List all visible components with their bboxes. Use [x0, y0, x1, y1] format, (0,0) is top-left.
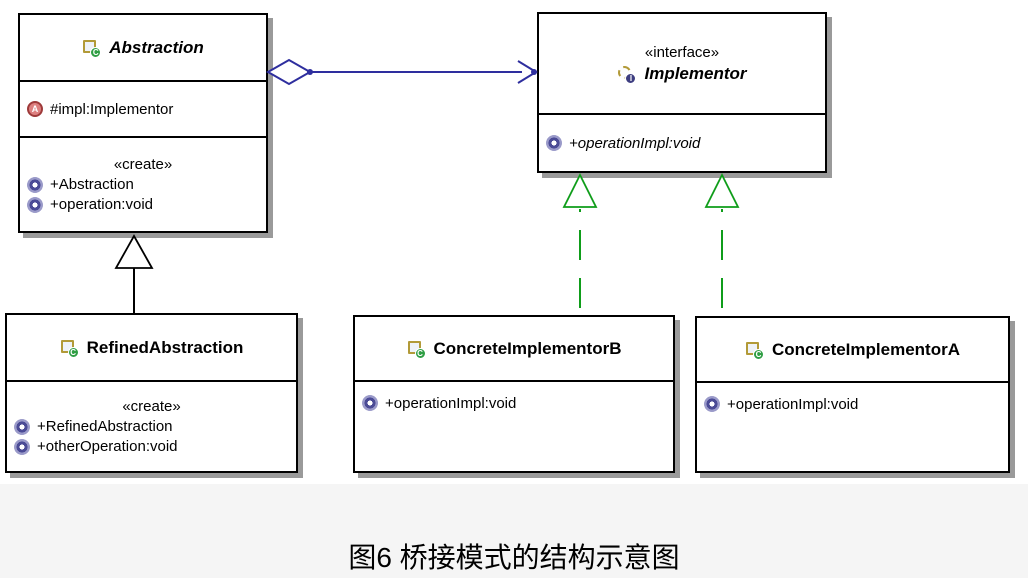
public-method-icon: [14, 438, 30, 455]
method-text: +operationImpl:void: [385, 394, 517, 412]
public-method-icon: [704, 396, 720, 412]
method-text: +RefinedAbstraction: [37, 418, 173, 435]
interface-icon-badge: I: [625, 72, 637, 84]
aggregation-arrowhead: [517, 60, 538, 84]
method-row: +RefinedAbstraction: [7, 417, 296, 437]
caption-band: 图6 桥接模式的结构示意图: [0, 484, 1028, 578]
class-box-concrete-implementor-a: C ConcreteImplementorA +operationImpl:vo…: [695, 316, 1010, 473]
title-compartment: C ConcreteImplementorA: [697, 318, 1008, 383]
class-icon-badge: C: [414, 347, 426, 359]
class-icon-badge: C: [67, 346, 79, 358]
method-text: +otherOperation:void: [37, 438, 178, 455]
aggregation-diamond-dot: [307, 69, 313, 75]
class-icon: C: [407, 340, 426, 359]
protected-attribute-icon: A: [27, 101, 43, 117]
class-box-abstraction: C Abstraction A #impl:Implementor «creat…: [18, 13, 268, 233]
class-name: ConcreteImplementorA: [772, 339, 960, 359]
method-text: +operationImpl:void: [727, 395, 859, 413]
public-method-icon: [27, 196, 43, 213]
title-compartment: «interface» I Implementor: [539, 14, 825, 115]
realization-connector-b: [562, 172, 598, 315]
create-stereotype: «create»: [122, 398, 181, 415]
interface-stereotype: «interface»: [644, 43, 720, 61]
method-row: +otherOperation:void: [7, 437, 296, 457]
realization-triangle: [562, 172, 598, 208]
methods-compartment: +operationImpl:void: [539, 115, 825, 171]
public-method-icon: [546, 135, 562, 151]
class-name: RefinedAbstraction: [86, 337, 244, 357]
interface-title: I Implementor: [617, 63, 747, 84]
class-title: C ConcreteImplementorA: [745, 340, 960, 360]
title-compartment: C RefinedAbstraction: [7, 315, 296, 382]
method-text: +operation:void: [50, 196, 153, 213]
class-icon: C: [82, 39, 102, 58]
class-name: ConcreteImplementorB: [433, 338, 622, 358]
interface-name: Implementor: [644, 63, 747, 83]
aggregation-connector: [265, 58, 538, 86]
class-icon: C: [745, 341, 764, 360]
method-text: +operationImpl:void: [569, 134, 701, 152]
class-icon-badge: C: [753, 348, 764, 360]
title-compartment: C Abstraction: [20, 15, 266, 82]
method-row: +Abstraction: [20, 175, 266, 195]
method-row: +operationImpl:void: [355, 393, 673, 413]
aggregation-diamond: [265, 58, 313, 86]
methods-compartment: «create» +RefinedAbstraction +otherOpera…: [7, 382, 296, 471]
method-row: +operation:void: [20, 195, 266, 215]
class-box-refined-abstraction: C RefinedAbstraction «create» +RefinedAb…: [5, 313, 298, 473]
class-box-concrete-implementor-b: C ConcreteImplementorB +operationImpl:vo…: [353, 315, 675, 473]
figure-caption: 图6 桥接模式的结构示意图: [348, 542, 680, 573]
title-compartment: C ConcreteImplementorB: [355, 317, 673, 382]
realization-triangle: [704, 172, 740, 208]
methods-compartment: +operationImpl:void: [355, 382, 673, 471]
class-icon: C: [60, 339, 79, 358]
public-method-icon: [14, 418, 30, 435]
realization-connector-a: [704, 172, 740, 316]
class-title: C ConcreteImplementorB: [407, 338, 622, 359]
methods-compartment: «create» +Abstraction +operation:void: [20, 138, 266, 231]
attribute-row: A #impl:Implementor: [20, 99, 266, 119]
create-stereotype: «create»: [113, 156, 173, 173]
class-name: Abstraction: [109, 37, 204, 57]
generalization-connector: [114, 234, 154, 313]
class-icon-badge: C: [90, 46, 102, 58]
interface-icon: I: [617, 65, 637, 84]
generalization-triangle: [114, 234, 154, 269]
class-title: C Abstraction: [82, 37, 204, 58]
class-title: C RefinedAbstraction: [60, 337, 244, 358]
attribute-text: #impl:Implementor: [50, 100, 174, 118]
method-row: +operationImpl:void: [697, 394, 1008, 414]
method-row: +operationImpl:void: [539, 133, 825, 153]
methods-compartment: +operationImpl:void: [697, 383, 1008, 471]
interface-box-implementor: «interface» I Implementor +operationImpl…: [537, 12, 827, 173]
public-method-icon: [362, 395, 378, 411]
attributes-compartment: A #impl:Implementor: [20, 82, 266, 138]
method-text: +Abstraction: [50, 176, 134, 193]
public-method-icon: [27, 176, 43, 193]
